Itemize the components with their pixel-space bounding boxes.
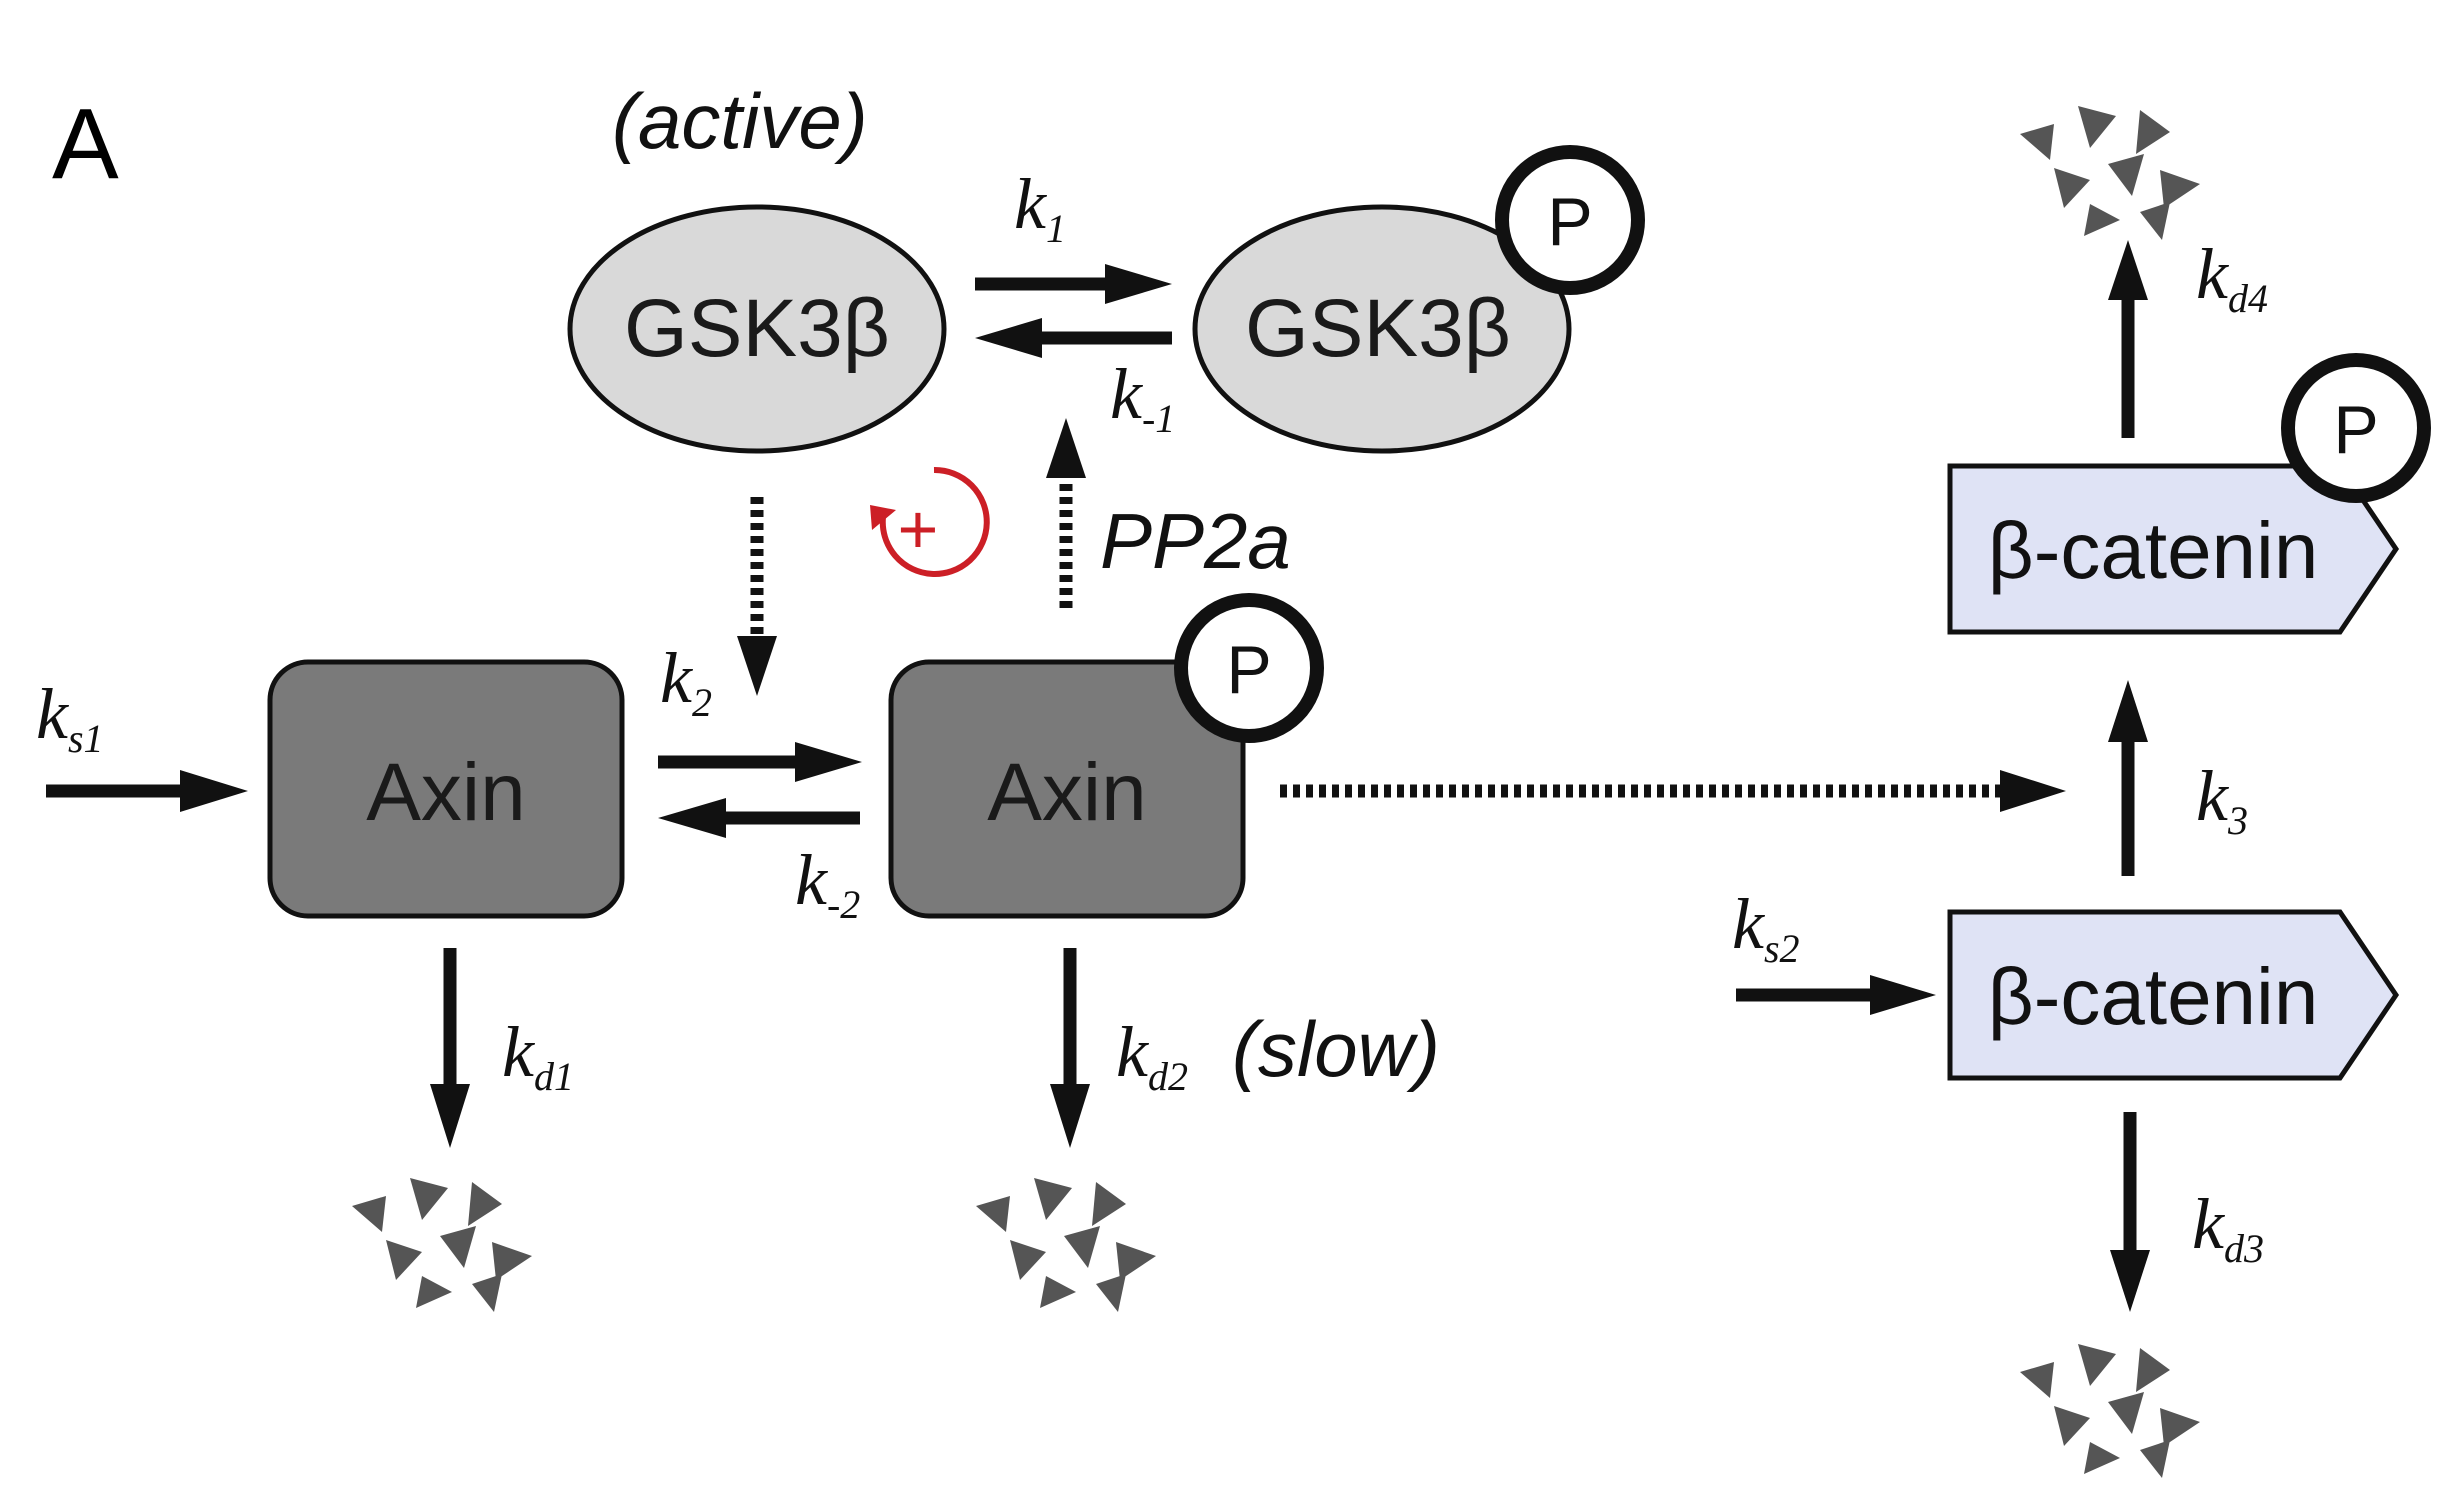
rate-kd2: kd2 bbox=[1116, 1012, 1188, 1099]
phospho-badge: P bbox=[1495, 145, 1645, 295]
phospho-badge: P bbox=[1174, 593, 1324, 743]
catenin-label: β-catenin bbox=[1988, 952, 2319, 1041]
rate-kd1: kd1 bbox=[502, 1012, 574, 1099]
catenin-p-label: β-catenin bbox=[1988, 506, 2319, 595]
axin-catalysis-arrow bbox=[1280, 770, 2066, 812]
svg-text:+: + bbox=[898, 490, 939, 568]
gsk3b-node: GSK3β bbox=[567, 204, 947, 454]
positive-feedback-icon: + bbox=[870, 466, 990, 577]
km2-arrow bbox=[658, 798, 860, 838]
phospho-badge: P bbox=[2281, 353, 2431, 503]
rate-k1: k1 bbox=[1014, 164, 1066, 251]
kd1-arrow bbox=[430, 948, 470, 1148]
panel-label: A bbox=[52, 88, 119, 200]
axin-p-node: Axin P bbox=[888, 593, 1324, 919]
rate-km2: k-2 bbox=[795, 840, 860, 927]
km1-arrow bbox=[975, 318, 1172, 358]
gsk3b-p-node: GSK3β P bbox=[1192, 145, 1645, 454]
gsk3b-label: GSK3β bbox=[624, 283, 890, 374]
k1-arrow bbox=[975, 264, 1172, 304]
rate-kd4: kd4 bbox=[2196, 234, 2268, 321]
slow-note: (slow) bbox=[1232, 1005, 1440, 1093]
catenin-p-node: β-catenin P bbox=[1947, 353, 2431, 635]
rate-k3: k3 bbox=[2196, 756, 2248, 843]
rate-kd3: kd3 bbox=[2192, 1184, 2264, 1271]
k3-arrow bbox=[2108, 680, 2148, 876]
rate-ks2: ks2 bbox=[1732, 884, 1800, 971]
degradation-products-icon bbox=[2020, 106, 2200, 240]
svg-text:P: P bbox=[1226, 632, 1271, 708]
ks2-arrow bbox=[1736, 975, 1936, 1015]
kd3-arrow bbox=[2110, 1112, 2150, 1312]
svg-text:P: P bbox=[2333, 392, 2378, 468]
kd2-arrow bbox=[1050, 948, 1090, 1148]
rate-km1: k-1 bbox=[1110, 354, 1175, 441]
rate-k2: k2 bbox=[660, 638, 712, 725]
kd4-arrow bbox=[2108, 240, 2148, 438]
pp2a-label: PP2a bbox=[1100, 497, 1291, 585]
axin-node: Axin bbox=[267, 659, 625, 919]
degradation-products-icon bbox=[976, 1178, 1156, 1312]
pp2a-arrow bbox=[1046, 418, 1086, 608]
degradation-products-icon bbox=[352, 1178, 532, 1312]
gsk3b-p-label: GSK3β bbox=[1245, 283, 1511, 374]
axin-p-label: Axin bbox=[987, 747, 1147, 838]
degradation-products-icon bbox=[2020, 1344, 2200, 1478]
ks1-arrow bbox=[46, 770, 248, 812]
gsk3b-active-note: (active) bbox=[612, 77, 868, 165]
axin-label: Axin bbox=[366, 747, 526, 838]
gsk-catalysis-arrow bbox=[737, 497, 777, 696]
k2-arrow bbox=[658, 742, 862, 782]
catenin-node: β-catenin bbox=[1947, 909, 2400, 1081]
rate-ks1: ks1 bbox=[36, 674, 104, 761]
svg-text:P: P bbox=[1547, 184, 1592, 260]
